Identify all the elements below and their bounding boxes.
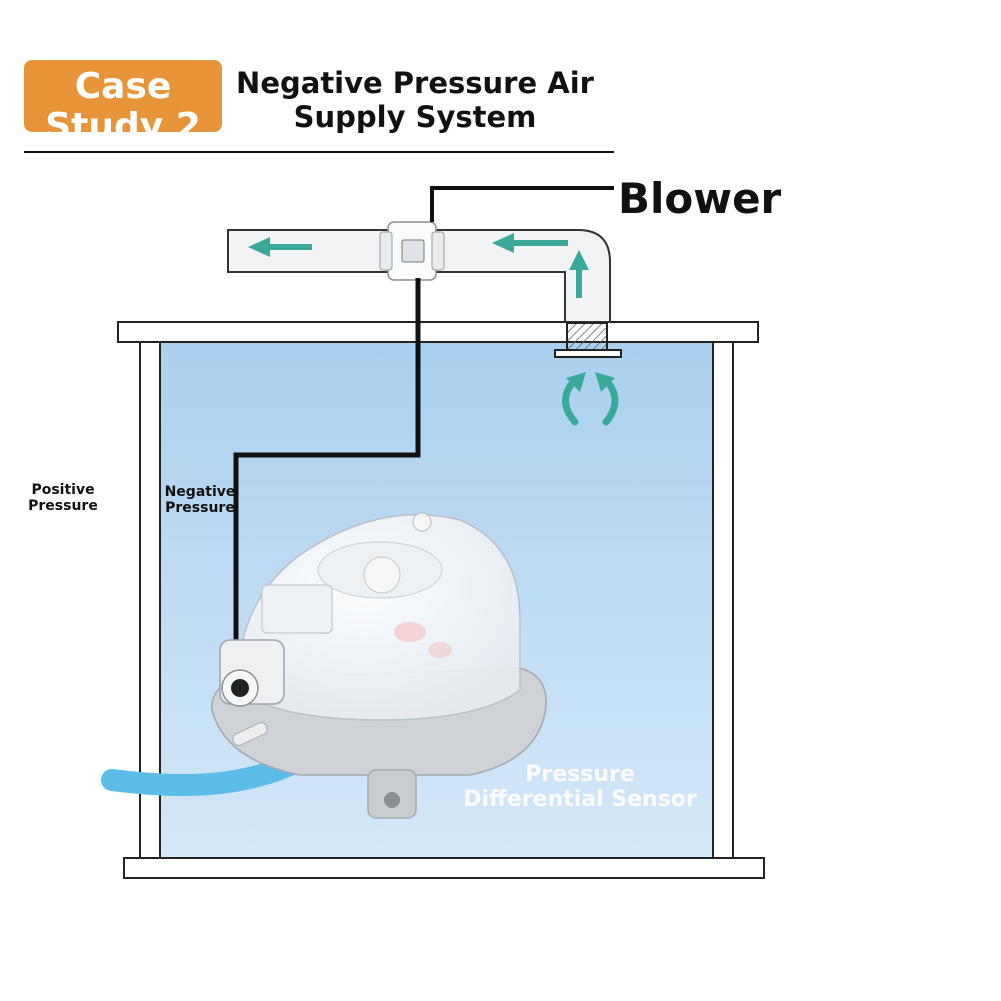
inline-fan-icon (379, 221, 445, 281)
vent-flange (554, 349, 622, 358)
sensor-label-line-1: Pressure (525, 762, 635, 787)
air-duct (227, 229, 611, 323)
badge-line-2: Study 2 (45, 106, 201, 133)
negative-pressure-label: Negative Pressure (164, 484, 236, 516)
positive-pressure-label: Positive Pressure (28, 482, 98, 514)
room-ceiling (117, 321, 759, 343)
title-line-2: Supply System (293, 100, 537, 134)
room-floor (123, 857, 765, 879)
pressure-differential-sensor (211, 512, 547, 819)
intake-arrowhead-right (595, 372, 615, 392)
page-title: Negative Pressure Air Supply System (230, 66, 600, 134)
airflow-arrow-left (248, 237, 312, 257)
title-line-1: Negative Pressure Air (236, 66, 594, 100)
pressure-tube (233, 278, 421, 690)
case-study-badge: Case Study 2 (24, 60, 222, 132)
sensor-label: Pressure Differential Sensor (430, 762, 730, 812)
ceiling-vent (566, 322, 608, 352)
badge-line-1: Case (74, 66, 172, 107)
blower-leader (430, 186, 614, 222)
airflow-arrow-up (569, 250, 589, 298)
sensor-label-line-2: Differential Sensor (463, 787, 697, 812)
blower-label: Blower (618, 174, 782, 223)
intake-arrowhead-left (566, 372, 586, 392)
airflow-arrow-duct (492, 233, 568, 253)
